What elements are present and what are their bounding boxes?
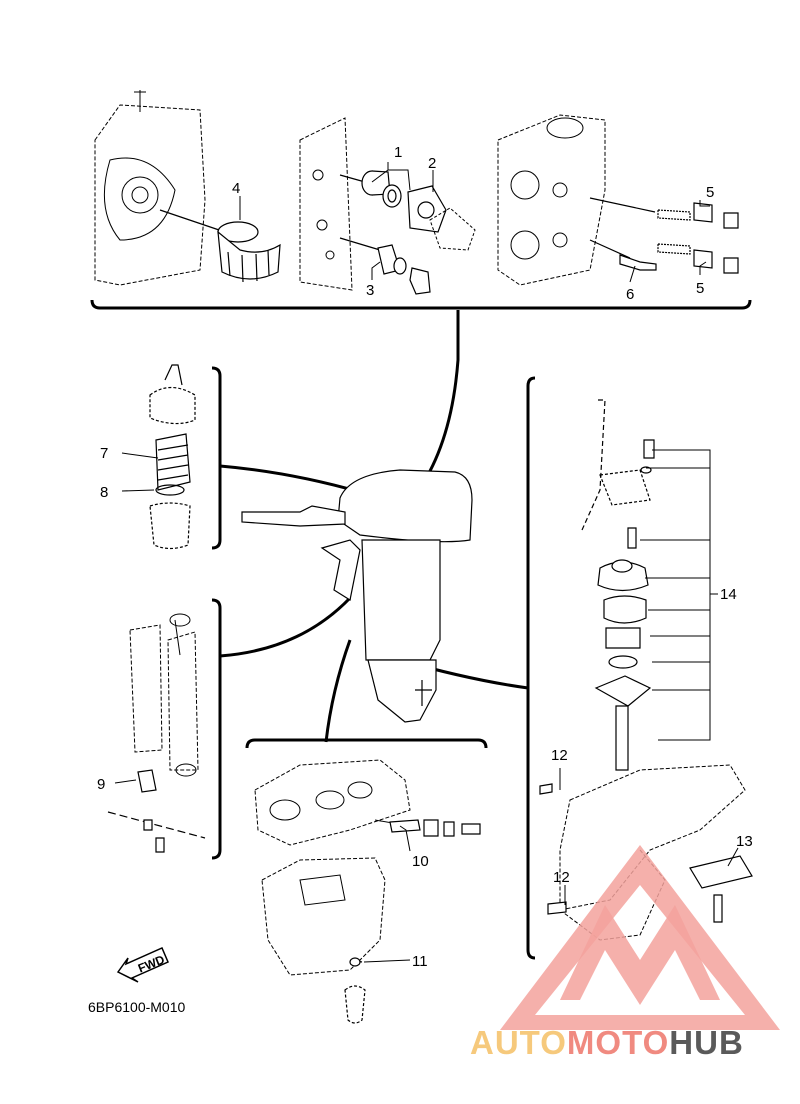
- callout-13: 13: [736, 833, 753, 850]
- motor-bracket: [320, 539, 361, 601]
- outboard-motor: [241, 469, 473, 723]
- callout-7: 7: [100, 445, 108, 462]
- trim-tab-anode: [689, 855, 753, 923]
- callout-14: 14: [720, 586, 737, 603]
- motor-cowling: [337, 469, 473, 543]
- callout-1: 1: [394, 144, 402, 161]
- leader-lines: [114, 162, 739, 963]
- callout-8: 8: [100, 484, 108, 501]
- powerhead-base: [254, 759, 411, 846]
- watermark-logo: AUTOMOTOHUB: [470, 845, 780, 1061]
- callout-3: 3: [366, 282, 374, 299]
- diagram-code: 6BP6100-M010: [88, 999, 186, 1015]
- anode-upper: [657, 202, 739, 229]
- bottom-center-bracket: [245, 738, 488, 749]
- oil-drain-plug: [389, 819, 481, 837]
- watermark-triangle-icon: [500, 845, 780, 1030]
- tilt-cylinder: [129, 613, 199, 777]
- callout-9: 9: [97, 776, 105, 793]
- callout-10: 10: [412, 853, 429, 870]
- callout-labels: 1 2 3 4 5 5 6 7 8 9 10 11 12 12 13 14: [97, 144, 753, 970]
- left-lower-bracket: [211, 598, 222, 860]
- fillers-bolts: [539, 783, 567, 915]
- tilt-pin-clip: [107, 769, 206, 853]
- fwd-arrow-icon: [116, 947, 169, 983]
- engine-block-left: [94, 90, 226, 286]
- water-pump-parts: [581, 399, 655, 771]
- anode-lower: [657, 243, 739, 274]
- right-bracket: [526, 376, 536, 960]
- section-frames: [90, 299, 752, 960]
- left-upper-bracket: [211, 366, 222, 550]
- callout-5-lower: 5: [696, 280, 704, 297]
- callout-4: 4: [232, 180, 240, 197]
- callout-11: 11: [412, 953, 428, 970]
- watermark-text: AUTOMOTOHUB: [470, 1024, 744, 1061]
- tiller-handle: [241, 505, 346, 527]
- callout-6: 6: [626, 286, 634, 303]
- top-bracket: [90, 299, 752, 310]
- oil-filter: [217, 221, 281, 283]
- fuel-filter: [149, 364, 196, 550]
- callout-12-lower: 12: [553, 869, 570, 886]
- fwd-arrow: FWD: [116, 947, 169, 983]
- motor-midsection: [361, 539, 441, 661]
- thermostat-cover: [429, 207, 476, 251]
- watermark-moto: MOTO: [567, 1024, 669, 1061]
- callout-12-upper: 12: [551, 747, 568, 764]
- cylinder-head-middle: [299, 117, 381, 291]
- engine-head-right: [497, 114, 656, 286]
- drain-gasket-and-plug: [344, 957, 366, 1024]
- fwd-label: FWD: [136, 952, 167, 975]
- spark-plug: [619, 254, 657, 271]
- motor-lower-unit: [367, 659, 437, 723]
- watermark-m-icon: [560, 905, 720, 1005]
- oil-pan: [261, 857, 386, 976]
- thermostat-gasket: [407, 185, 447, 233]
- callout-5-upper: 5: [706, 184, 714, 201]
- callout-2: 2: [428, 155, 436, 172]
- watermark-hub: HUB: [669, 1024, 744, 1061]
- watermark-auto: AUTO: [470, 1024, 567, 1061]
- thermostat: [361, 170, 402, 208]
- pressure-control-valve: [377, 244, 431, 295]
